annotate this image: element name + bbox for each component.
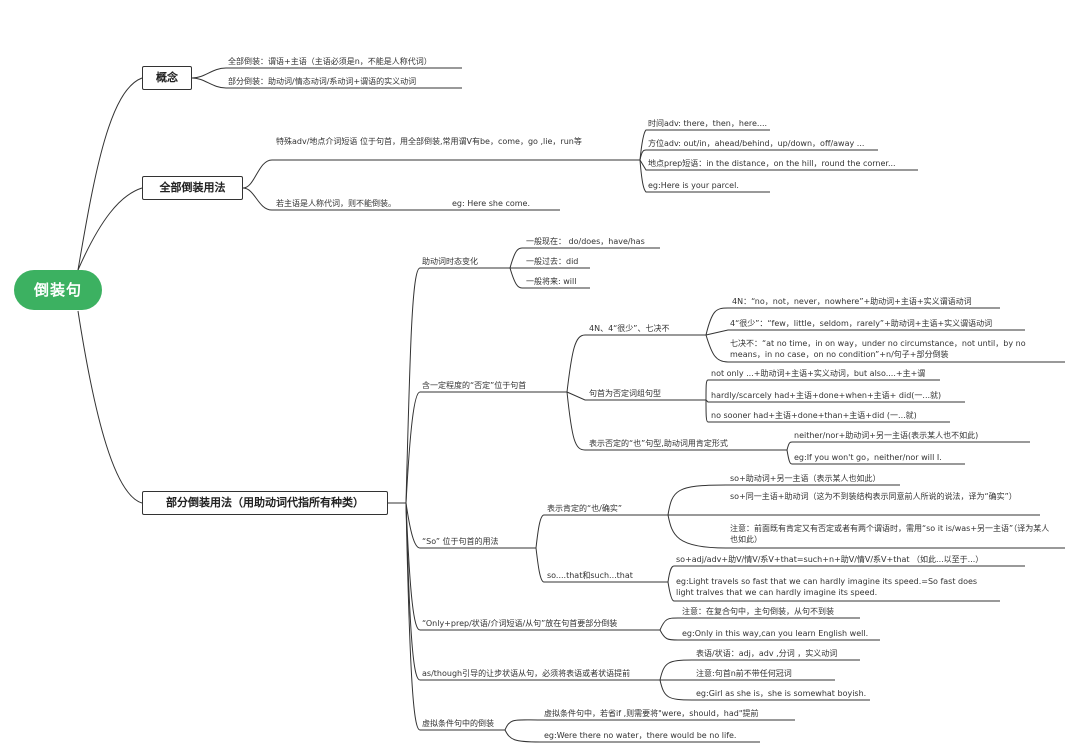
so-affirm-r2: so+同一主语+助动词（这为不到装结构表示同意前人所说的说法，译为“确实”）	[730, 492, 1017, 501]
so-that-label: so....that和such...that	[547, 571, 633, 580]
neg-neither-rule: neither/nor+助动词+另一主语(表示某人也不如此)	[794, 431, 979, 440]
neg-neither-eg: eg:If you won't go，neither/nor will I.	[794, 453, 942, 462]
concept-partial: 部分倒装：助动词/情态动词/系动词+谓语的实义动词	[228, 77, 417, 86]
full-time: 时间adv: there，then，here....	[648, 119, 768, 128]
so-affirm-label: 表示肯定的“也/确实”	[547, 504, 622, 513]
asthough-r1: 表语/状语：adj，adv ,分词 ，实义动词	[696, 649, 838, 658]
so-label: “So” 位于句首的用法	[422, 537, 499, 546]
only-note: 注意：在复合句中，主句倒装，从句不到装	[682, 607, 834, 616]
so-that-eg: eg:Light travels so fast that we can har…	[676, 577, 978, 597]
neg-hardly: hardly/scarcely had+主语+done+when+主语+ did…	[711, 391, 942, 400]
full-pron: 若主语是人称代词，则不能倒装。	[276, 199, 396, 208]
tense-present: 一般现在： do/does，have/has	[526, 237, 645, 246]
asthough-eg: eg:Girl as she is，she is somewhat boyish…	[696, 689, 867, 698]
asthough-label: as/though引导的让步状语从句，必须将表语或者状语提前	[422, 669, 631, 678]
full-eg: eg:Here is your parcel.	[648, 181, 739, 190]
full-pron-eg: eg: Here she come.	[452, 199, 531, 208]
root-node[interactable]: 倒装句	[14, 270, 102, 310]
only-label: “Only+prep/状语/介词短语/从句”放在句首要部分倒装	[422, 619, 618, 628]
tense-label: 助动词时态变化	[422, 257, 478, 266]
concept-full: 全部倒装：谓语+主语（主语必须是n，不能是人称代词）	[228, 57, 432, 66]
full-direction: 方位adv: out/in，ahead/behind，up/down，off/a…	[648, 139, 865, 148]
virtual-eg: eg:Were there no water，there would be no…	[544, 731, 737, 740]
tense-future: 一般将来: will	[526, 277, 577, 286]
neg-seven: 七决不：“at no time，in on way，under no circu…	[730, 339, 1026, 359]
so-affirm-note: 注意：前面既有肯定又有否定或者有两个谓语时，需用“so it is/was+另一…	[730, 524, 1050, 544]
neg-4few: 4“很少”：“few，little，seldom，rarely”+助动词+主语+…	[730, 319, 993, 328]
neg-nosooner: no sooner had+主语+done+than+主语+did (一...就…	[711, 411, 917, 420]
neg-neither-label: 表示否定的“也”句型,助动词用肯定形式	[589, 439, 728, 448]
so-that-rule: so+adj/adv+助V/情V/系V+that=such+n+助V/情V/系V…	[676, 555, 984, 564]
virtual-rule: 虚拟条件句中，若省if ,则需要将"were，should，had"提前	[544, 709, 759, 718]
neg-notonly: not only ...+助动词+主语+实义动词，but also....+主+…	[711, 369, 926, 378]
full-place: 地点prep短语：in the distance，on the hill，rou…	[648, 159, 896, 168]
neg-pattern-label: 句首为否定词组句型	[589, 389, 661, 398]
full-special: 特殊adv/地点介词短语 位于句首，用全部倒装,常用谓V有be，come，go …	[276, 137, 582, 146]
so-affirm-r1: so+助动词+另一主语（表示某人也如此）	[730, 474, 881, 483]
virtual-label: 虚拟条件句中的倒装	[422, 719, 494, 728]
node-partial-inversion[interactable]: 部分倒装用法（用助动词代指所有种类）	[142, 491, 388, 515]
only-eg: eg:Only in this way,can you learn Englis…	[682, 629, 869, 638]
node-full-inversion[interactable]: 全部倒装用法	[142, 176, 243, 200]
node-concept[interactable]: 概念	[142, 66, 192, 90]
neg-four-label: 4N、4“很少”、七决不	[589, 324, 670, 333]
asthough-note: 注意:句首n前不带任何冠词	[696, 669, 792, 678]
neg-4n: 4N：“no，not，never，nowhere”+助动词+主语+实义谓语动词	[732, 297, 972, 306]
negative-label: 含一定程度的“否定”位于句首	[422, 381, 527, 390]
tense-past: 一般过去：did	[526, 257, 579, 266]
